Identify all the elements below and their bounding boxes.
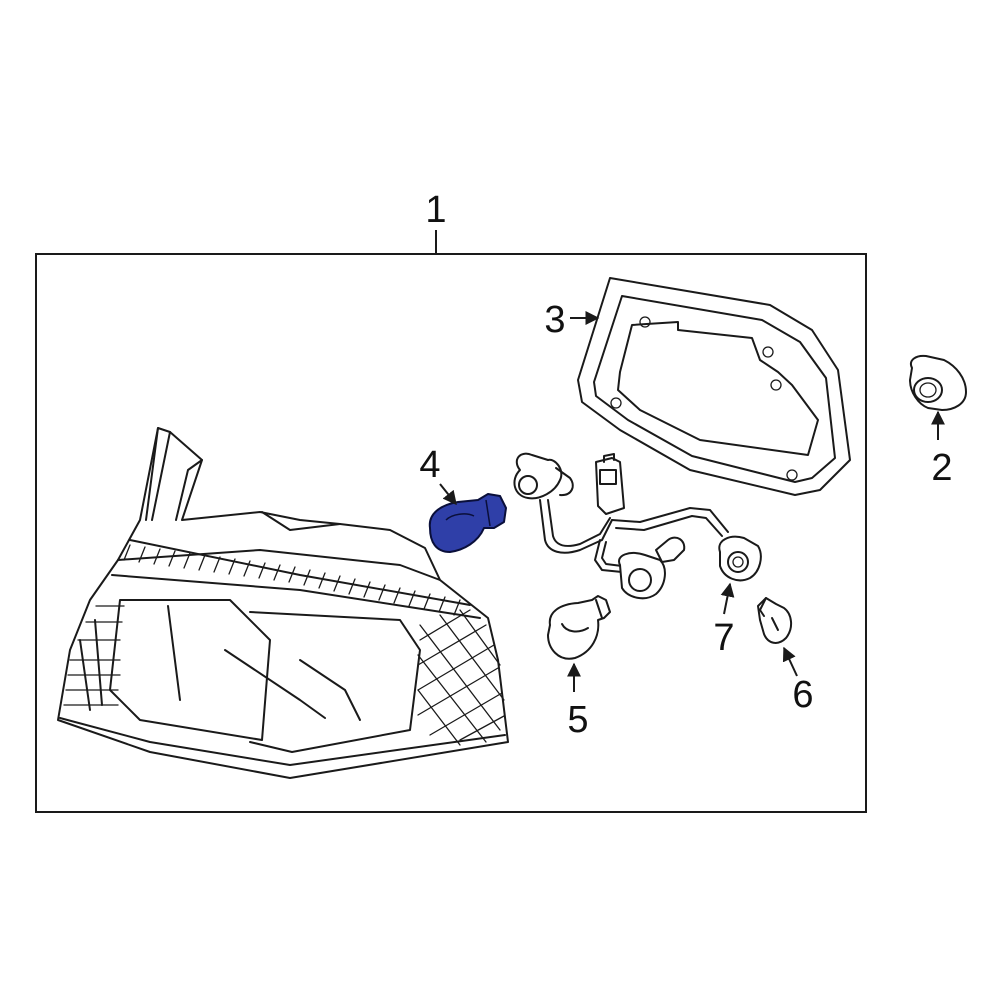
bulb-6 xyxy=(757,597,792,644)
socket-and-wire xyxy=(513,452,762,600)
callout-1: 1 xyxy=(425,189,446,231)
arrow-7 xyxy=(720,582,735,615)
arrow-6 xyxy=(782,646,798,677)
callout-4: 4 xyxy=(419,444,440,486)
callout-2: 2 xyxy=(931,447,952,489)
callout-6: 6 xyxy=(792,674,813,716)
bulb-4-highlighted xyxy=(428,493,507,553)
callout-5: 5 xyxy=(567,699,588,741)
callout-3: 3 xyxy=(544,299,565,341)
callout-7: 7 xyxy=(713,617,734,659)
arrow-4 xyxy=(439,483,457,506)
gasket xyxy=(577,277,851,496)
bulb-5 xyxy=(547,595,611,660)
assembly-frame xyxy=(35,253,867,813)
clip-2 xyxy=(909,354,967,411)
tail-lamp-lens xyxy=(57,427,509,779)
bulb-4-body xyxy=(428,493,507,553)
